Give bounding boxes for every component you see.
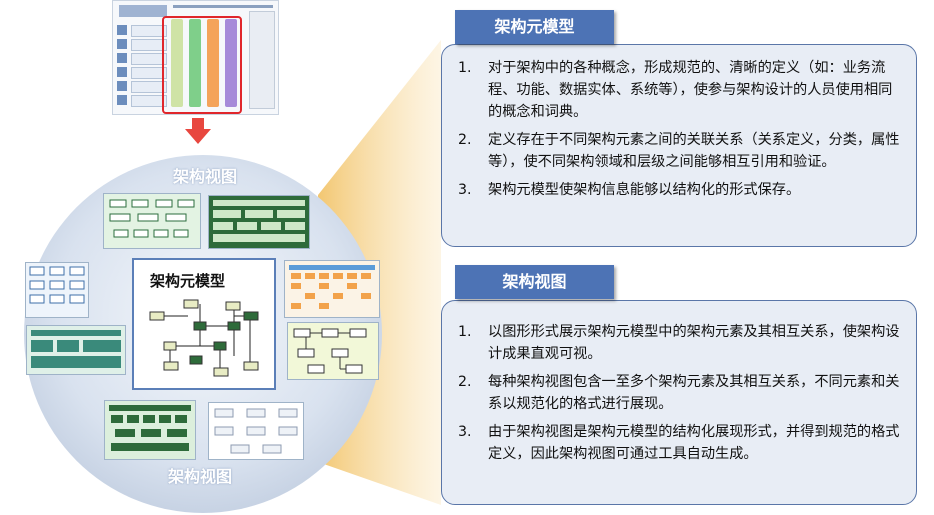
view-list: 1.以图形形式展示架构元模型中的架构元素及其相互关系，使架构设计成果直观可视。 … [458,321,906,465]
metamodel-diagram [149,299,259,377]
down-arrow-icon [185,118,211,144]
metamodel-panel: 1.对于架构中的各种概念，形成规范的、清晰的定义（如：业务流程、功能、数据实体、… [441,44,917,247]
metamodel-box [132,258,276,390]
list-item: 2.每种架构视图包含一至多个架构元素及其相互关系，不同元素和关系以规范化的格式进… [458,374,900,412]
view-panel: 1.以图形形式展示架构元模型中的架构元素及其相互关系，使架构设计成果直观可视。 … [441,300,917,505]
metamodel-list: 1.对于架构中的各种概念，形成规范的、清晰的定义（如：业务流程、功能、数据实体、… [458,57,906,201]
view-thumbnail [208,402,304,460]
highlight-frame [162,16,242,114]
view-thumbnail [104,400,196,460]
list-item-text: 对于架构中的各种概念，形成规范的、清晰的定义（如：业务流程、功能、数据实体、系统… [488,60,893,120]
band-4 [225,19,237,107]
list-item: 2.定义存在于不同架构元素之间的关联关系（关系定义，分类，属性等），使不同架构领… [458,132,900,170]
view-thumbnail [26,325,126,375]
list-item-text: 由于架构视图是架构元模型的结构化展现形式，并得到规范的格式定义，因此架构视图可通… [488,424,900,462]
list-item-text: 定义存在于不同架构元素之间的关联关系（关系定义，分类，属性等），使不同架构领域和… [488,132,900,170]
framework-thumbnail [112,0,279,115]
view-thumbnail [284,260,380,318]
view-tab-title: 架构视图 [455,265,614,299]
band-1 [171,19,183,107]
list-item: 1.以图形形式展示架构元模型中的架构元素及其相互关系，使架构设计成果直观可视。 [458,324,900,362]
view-thumbnail [208,195,310,249]
band-3 [207,19,219,107]
metamodel-tab-title: 架构元模型 [455,10,614,44]
view-thumbnail [103,193,201,249]
band-2 [189,19,201,107]
list-item-text: 架构元模型使架构信息能够以结构化的形式保存。 [488,182,801,198]
view-thumbnail [25,262,89,318]
list-item: 3.架构元模型使架构信息能够以结构化的形式保存。 [458,182,801,198]
metamodel-title: 架构元模型 [150,272,226,290]
circle-label-bottom: 架构视图 [167,467,232,486]
list-item-text: 以图形形式展示架构元模型中的架构元素及其相互关系，使架构设计成果直观可视。 [488,324,900,362]
view-thumbnail [287,322,379,380]
list-item-text: 每种架构视图包含一至多个架构元素及其相互关系，不同元素和关系以规范化的格式进行展… [488,374,900,412]
list-item: 1.对于架构中的各种概念，形成规范的、清晰的定义（如：业务流程、功能、数据实体、… [458,60,893,120]
list-item: 3.由于架构视图是架构元模型的结构化展现形式，并得到规范的格式定义，因此架构视图… [458,424,900,462]
circle-label-top: 架构视图 [172,167,237,186]
